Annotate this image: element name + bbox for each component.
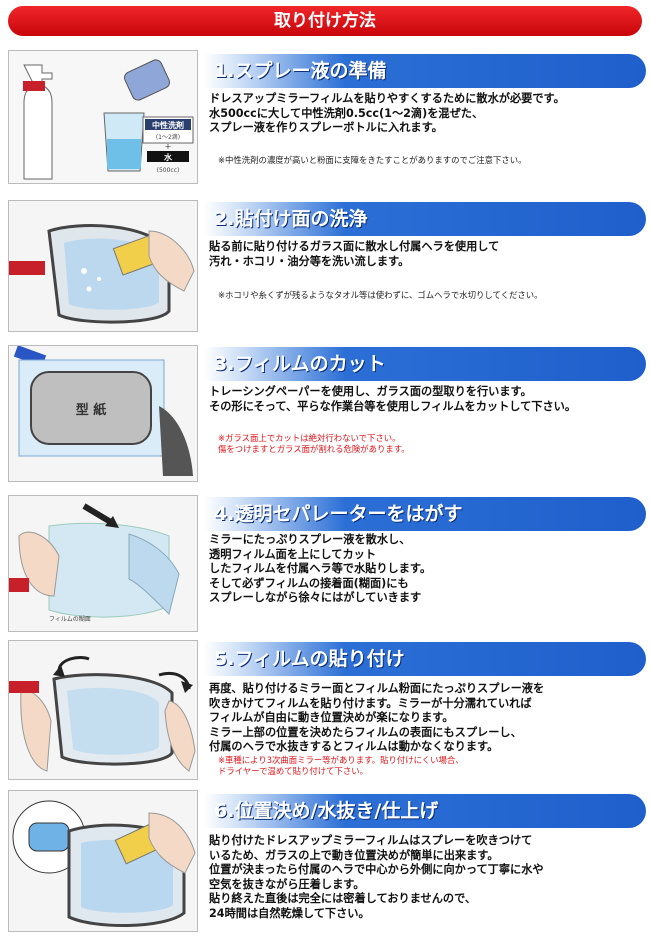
section-3-body: トレーシングペーパーを使用し、ガラス面の型取りを行います。 その形にそって、平ら… bbox=[209, 385, 644, 414]
section-6-line: いるため、ガラスの上で動き位置決めが簡単に出来ます。 bbox=[209, 848, 499, 862]
section-1-line: スプレー液を作りスプレーボトルに入れます。 bbox=[209, 121, 443, 134]
section-5: 5.フィルムの貼り付け 再度、貼り付けるミラー面とフィルム粉面にたっぷりスプレー… bbox=[8, 640, 646, 780]
section-4-body: ミラーにたっぷりスプレー液を散水し、 透明フィルム面を上にしてカット したフィル… bbox=[209, 533, 644, 606]
illus-plus: + bbox=[165, 142, 172, 151]
illustration-wash-surface bbox=[8, 200, 198, 332]
illustration-peel-separator: フィルムの糊面 bbox=[8, 495, 198, 632]
section-5-note: ※車種により3次曲面ミラー等があります。貼り付けにくい場合、 ドライヤーで温めて… bbox=[218, 755, 464, 777]
section-4-line: 透明フィルム面を上にしてカット bbox=[209, 547, 377, 561]
section-4: フィルムの糊面 4.透明セパレーターをはがす ミラーにたっぷりスプレー液を散水し… bbox=[8, 495, 646, 635]
illus-detergent-label: 中性洗剤 bbox=[152, 120, 184, 130]
illus-template-label: 型 紙 bbox=[76, 402, 107, 418]
illus-water-amount: (500cc) bbox=[157, 167, 180, 174]
section-1-line: ドレスアップミラーフィルムを貼りやすくするために散水が必要です。 bbox=[209, 92, 565, 105]
section-3-note-line: ※ガラス面上でカットは絶対行わないで下さい。 bbox=[218, 433, 401, 443]
section-5-note-line: ※車種により3次曲面ミラー等があります。貼り付けにくい場合、 bbox=[218, 755, 464, 765]
section-2-heading: 2.貼付け面の洗浄 bbox=[204, 202, 646, 236]
section-3: 型 紙 3.フィルムのカット トレーシングペーパーを使用し、ガラス面の型取りを行… bbox=[8, 345, 646, 485]
section-5-line: 吹きかけてフィルムを貼り付けます。ミラーが十分濡れていれば bbox=[209, 696, 532, 710]
section-5-note-line: ドライヤーで温めて貼り付けて下さい。 bbox=[218, 766, 368, 776]
section-3-heading: 3.フィルムのカット bbox=[204, 347, 646, 381]
section-3-note-line: 傷をつけますとガラス面が割れる危険があります。 bbox=[218, 444, 410, 454]
section-4-line: スプレーしながら徐々にはがしていきます bbox=[209, 591, 422, 604]
illustration-finish bbox=[8, 790, 198, 932]
illus-detergent-amount: (1〜2滴) bbox=[156, 133, 180, 141]
section-6: 6.位置決め/水抜き/仕上げ 貼り付けたドレスアップミラーフィルムはスプレーを吹… bbox=[8, 790, 646, 935]
section-5-body: 再度、貼り付けるミラー面とフィルム粉面にたっぷりスプレー液を 吹きかけてフィルム… bbox=[209, 682, 644, 755]
page-title: 取り付け方法 bbox=[8, 6, 642, 36]
section-5-line: フィルムが自由に動き位置決めが楽になります。 bbox=[209, 711, 454, 724]
section-3-line: トレーシングペーパーを使用し、ガラス面の型取りを行います。 bbox=[209, 385, 532, 398]
section-5-heading: 5.フィルムの貼り付け bbox=[204, 642, 646, 676]
section-6-heading: 6.位置決め/水抜き/仕上げ bbox=[204, 794, 646, 828]
section-6-line: 位置が決まったら付属のヘラで中心から外側に向かって丁寧に水や bbox=[209, 863, 544, 876]
section-2-note: ※ホコリや糸くずが残るようなタオル等は使わずに、ゴムヘラで水切りしてください。 bbox=[218, 290, 543, 300]
illustration-spray-prep: 中性洗剤 (1〜2滴) + 水 (500cc) bbox=[8, 50, 198, 184]
illus-film-back-label: フィルムの糊面 bbox=[49, 615, 91, 623]
section-2-line: 貼る前に貼り付けるガラス面に散水し付属ヘラを使用して bbox=[209, 240, 500, 253]
section-4-heading: 4.透明セパレーターをはがす bbox=[204, 497, 646, 531]
illustration-apply-film bbox=[8, 640, 198, 780]
illustration-cut-film: 型 紙 bbox=[8, 345, 198, 482]
section-1-heading: 1.スプレー液の準備 bbox=[204, 54, 646, 88]
section-6-line: 24時間は自然乾燥して下さい。 bbox=[209, 906, 370, 920]
section-2-body: 貼る前に貼り付けるガラス面に散水し付属ヘラを使用して 汚れ・ホコリ・油分等を洗い… bbox=[209, 240, 644, 269]
section-4-line: したフィルムを付属ヘラ等で水貼りします。 bbox=[209, 562, 432, 575]
section-1-body: ドレスアップミラーフィルムを貼りやすくするために散水が必要です。 水500ccに… bbox=[209, 92, 644, 136]
section-5-line: 付属のヘラで水抜きするとフィルムは動かなくなります。 bbox=[209, 740, 499, 753]
section-4-line: ミラーにたっぷりスプレー液を散水し、 bbox=[209, 533, 411, 546]
section-6-line: 貼り付けたドレスアップミラーフィルムはスプレーを吹きつけて bbox=[209, 834, 533, 847]
section-3-note: ※ガラス面上でカットは絶対行わないで下さい。 傷をつけますとガラス面が割れる危険… bbox=[218, 433, 410, 455]
section-1-note: ※中性洗剤の濃度が高いと粉面に支障をきたすことがありますのでご注意下さい。 bbox=[218, 155, 527, 165]
section-3-line: その形にそって、平らな作業台等を使用しフィルムをカットして下さい。 bbox=[209, 399, 577, 413]
section-5-line: ミラー上部の位置を決めたらフィルムの表面にもスプレーし、 bbox=[209, 725, 522, 739]
section-2-line: 汚れ・ホコリ・油分等を洗い流します。 bbox=[209, 254, 410, 268]
section-6-line: 空気を抜きながら圧着します。 bbox=[209, 877, 365, 891]
section-1: 中性洗剤 (1〜2滴) + 水 (500cc) 1.スプレー液の準備 ドレスアッ… bbox=[8, 50, 646, 185]
section-4-line: そして必ずフィルムの接着面(糊面)にも bbox=[209, 576, 409, 590]
section-5-line: 再度、貼り付けるミラー面とフィルム粉面にたっぷりスプレー液を bbox=[209, 682, 545, 695]
section-6-line: 貼り終えた直後は完全には密着しておりませんので、 bbox=[209, 892, 477, 905]
section-2: 2.貼付け面の洗浄 貼る前に貼り付けるガラス面に散水し付属ヘラを使用して 汚れ・… bbox=[8, 200, 646, 335]
illus-water-label: 水 bbox=[163, 152, 173, 162]
section-1-line: 水500ccに大して中性洗剤0.5cc(1〜2滴)を混ぜた、 bbox=[209, 106, 484, 120]
section-6-body: 貼り付けたドレスアップミラーフィルムはスプレーを吹きつけて いるため、ガラスの上… bbox=[209, 834, 644, 921]
